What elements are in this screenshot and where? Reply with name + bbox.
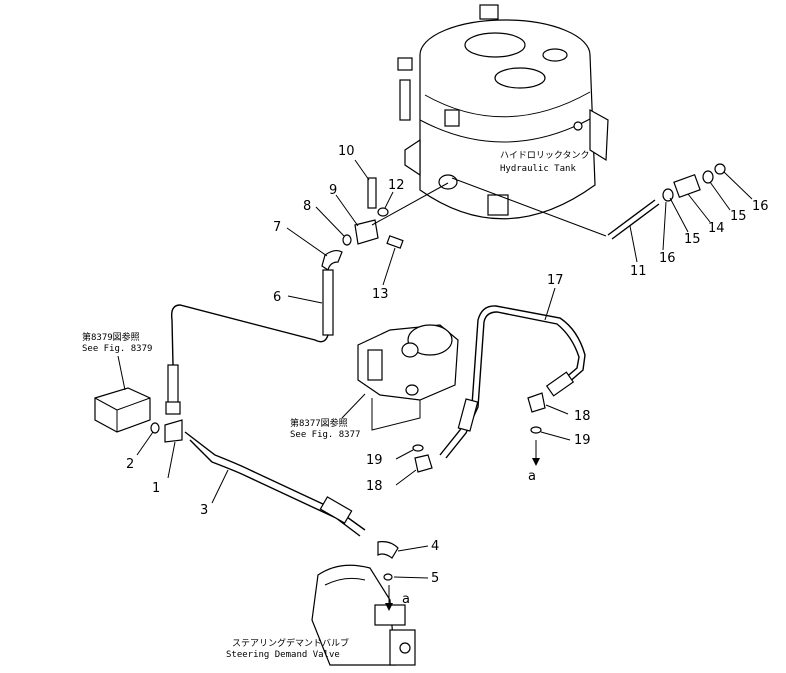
fig8379-leader bbox=[117, 355, 126, 391]
hydraulic-tank bbox=[397, 4, 609, 220]
part-6-hose-end bbox=[322, 269, 334, 336]
part-17-fitting-lower bbox=[457, 398, 479, 432]
arrow-a-right-head bbox=[532, 458, 540, 466]
part-17-hose-b bbox=[445, 311, 580, 459]
callout-19-right: 19 bbox=[574, 433, 591, 448]
part-8-oring bbox=[342, 234, 352, 246]
connection-a-right: a bbox=[528, 469, 536, 484]
callout-13: 13 bbox=[372, 287, 389, 302]
part-14-fitting bbox=[673, 173, 701, 199]
fig8377-label-en: See Fig. 8377 bbox=[290, 430, 360, 440]
callout-7: 7 bbox=[273, 220, 281, 235]
part-17-hose bbox=[439, 305, 586, 456]
fig8379-label-jp: 第8379図参照 bbox=[82, 331, 140, 343]
part-4-elbow bbox=[377, 541, 399, 559]
block-to-tank-line bbox=[371, 182, 449, 226]
part-18-fitting-left bbox=[414, 454, 433, 473]
callout-2: 2 bbox=[126, 457, 134, 472]
part-3-hose-b bbox=[189, 439, 361, 537]
callout-12: 12 bbox=[388, 178, 405, 193]
callout-8: 8 bbox=[303, 199, 311, 214]
callout-17: 17 bbox=[547, 273, 564, 288]
part-18-fitting-right bbox=[527, 392, 546, 413]
callout-11: 11 bbox=[630, 264, 647, 279]
part-13-plug bbox=[386, 235, 404, 249]
hose-fitting-left bbox=[167, 364, 179, 406]
part-12-washer bbox=[377, 207, 389, 217]
part-11-pipe bbox=[607, 199, 660, 240]
callout-15-b: 15 bbox=[730, 209, 747, 224]
callout-1: 1 bbox=[152, 481, 160, 496]
valve-label-jp: ステアリングデマンドバルブ bbox=[232, 637, 349, 649]
callout-4: 4 bbox=[431, 539, 439, 554]
part-16-ring bbox=[662, 188, 674, 202]
part-2-oring bbox=[150, 422, 160, 434]
part-3-hose bbox=[184, 431, 366, 531]
connection-a-bottom: a bbox=[402, 592, 410, 607]
hose-nut-left bbox=[165, 401, 181, 415]
fig-8377-pump bbox=[357, 324, 459, 401]
fig8377-leader bbox=[341, 393, 366, 419]
tank-label-en: Hydraulic Tank bbox=[500, 164, 576, 174]
callout-6: 6 bbox=[273, 290, 281, 305]
fig8377-label-jp: 第8377図参照 bbox=[290, 417, 348, 429]
callout-16-a: 16 bbox=[659, 251, 676, 266]
part-7-elbow bbox=[321, 249, 343, 271]
leader-lines bbox=[136, 159, 753, 579]
part-15-washer bbox=[702, 170, 714, 184]
callout-3: 3 bbox=[200, 503, 208, 518]
callout-9: 9 bbox=[329, 183, 337, 198]
callout-16-b: 16 bbox=[752, 199, 769, 214]
part-19-oring-right bbox=[530, 426, 542, 434]
part-19-oring-left bbox=[412, 444, 424, 452]
fig-8379-block bbox=[94, 387, 151, 433]
part-6-hose bbox=[170, 304, 329, 366]
tank-outlet-leader bbox=[451, 177, 607, 237]
callout-18-left: 18 bbox=[366, 479, 383, 494]
fig8379-label-en: See Fig. 8379 bbox=[82, 344, 152, 354]
callout-15-a: 15 bbox=[684, 232, 701, 247]
part-1-tee bbox=[164, 419, 183, 443]
valve-label-en: Steering Demand Valve bbox=[226, 650, 340, 660]
callout-10: 10 bbox=[338, 144, 355, 159]
callout-19-left: 19 bbox=[366, 453, 383, 468]
tank-label-jp: ハイドロリックタンク bbox=[500, 150, 589, 161]
pump-bracket bbox=[371, 398, 421, 431]
callout-14: 14 bbox=[708, 221, 725, 236]
part-17-fitting-upper bbox=[545, 371, 575, 397]
arrow-a-bottom-head bbox=[385, 603, 393, 611]
part-3-hose-fitting bbox=[319, 496, 353, 524]
part-10-bolt bbox=[367, 177, 377, 209]
part-16b-ring bbox=[714, 163, 726, 175]
callout-5: 5 bbox=[431, 571, 439, 586]
callout-18-right: 18 bbox=[574, 409, 591, 424]
part-9-block bbox=[354, 219, 379, 245]
part-5-oring bbox=[383, 573, 393, 581]
